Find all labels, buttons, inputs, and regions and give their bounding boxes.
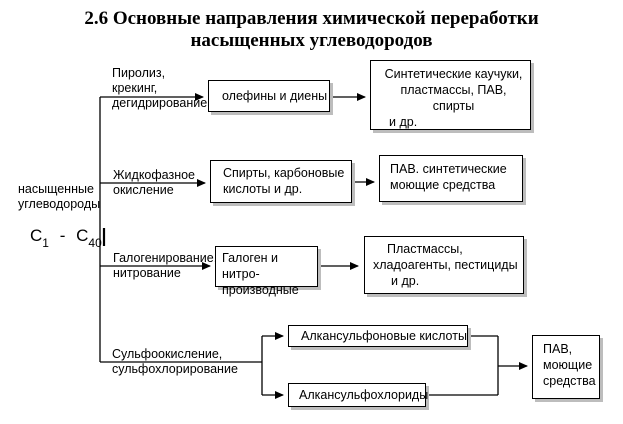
formula-dash: - bbox=[59, 226, 66, 245]
product-line: Галоген и нитро- bbox=[222, 251, 278, 281]
process-label-oxidation: Жидкофазное окисление bbox=[113, 168, 195, 198]
uses-line: и др. bbox=[391, 274, 420, 288]
source-label-line-1: насыщенные bbox=[18, 182, 94, 196]
uses-line: моющие средства bbox=[390, 178, 496, 192]
uses-box-1: Синтетические каучуки, пластмассы, ПАВ, … bbox=[370, 60, 531, 130]
uses-line: ПАВ, bbox=[543, 342, 573, 356]
formula-c: C bbox=[30, 226, 43, 245]
title-line-2: насыщенных углеводородов bbox=[190, 30, 433, 51]
product-box-alcohols: Спирты, карбоновые кислоты и др. bbox=[210, 160, 352, 203]
product-text: олефины и диены bbox=[222, 89, 328, 103]
uses-box-4: ПАВ, моющие средства bbox=[532, 335, 600, 399]
uses-line: моющие bbox=[543, 358, 593, 372]
product-text: Алкансульфоновые кислоты bbox=[301, 329, 467, 343]
uses-line: и др. bbox=[389, 115, 418, 129]
process-line: сульфохлорирование bbox=[112, 362, 238, 376]
formula-sub-2: 40 bbox=[88, 236, 102, 250]
uses-line: хладоагенты, пестициды bbox=[373, 258, 518, 272]
uses-line: средства bbox=[543, 374, 596, 388]
uses-box-3: Пластмассы, хладоагенты, пестициды и др. bbox=[364, 236, 524, 294]
process-label-sulfoxidation: Сульфоокисление, сульфохлорирование bbox=[112, 347, 238, 377]
product-box-sulfochlorides: Алкансульфохлориды bbox=[288, 383, 429, 407]
product-line: Спирты, карбоновые bbox=[223, 166, 345, 180]
formula-c2: C bbox=[76, 226, 89, 245]
uses-box-2: ПАВ. синтетические моющие средства bbox=[379, 155, 523, 202]
source-label-line-2: углеводороды bbox=[18, 197, 101, 211]
product-line: кислоты и др. bbox=[223, 182, 303, 196]
product-box-halogen: Галоген и нитро- производные bbox=[215, 246, 318, 297]
product-text: Алкансульфохлориды bbox=[299, 388, 429, 402]
product-box-sulfonic-acids: Алкансульфоновые кислоты bbox=[288, 325, 468, 347]
process-line: нитрование bbox=[113, 266, 181, 280]
process-label-halogenation: Галогенирование, нитрование bbox=[113, 251, 217, 281]
source-label: насыщенные углеводороды bbox=[18, 182, 100, 212]
uses-line: Синтетические каучуки, bbox=[384, 67, 523, 81]
process-line: Сульфоокисление, bbox=[112, 347, 223, 361]
title-line-1: 2.6 Основные направления химической пере… bbox=[84, 8, 539, 29]
product-box-olefins: олефины и диены bbox=[208, 80, 330, 112]
process-line: Галогенирование, bbox=[113, 251, 218, 265]
source-formula: C1 - C40 bbox=[30, 226, 102, 250]
process-line: крекинг, bbox=[112, 81, 158, 95]
process-line: Жидкофазное bbox=[113, 168, 196, 182]
process-line: дегидрирование bbox=[112, 96, 208, 110]
formula-sub-1: 1 bbox=[42, 236, 49, 250]
process-line: окисление bbox=[113, 183, 174, 197]
process-line: Пиролиз, bbox=[112, 66, 166, 80]
product-line: производные bbox=[222, 283, 299, 297]
process-label-pyrolysis: Пиролиз, крекинг, дегидрирование bbox=[112, 66, 207, 111]
uses-line: пластмассы, ПАВ, спирты bbox=[400, 83, 507, 113]
uses-line: ПАВ. синтетические bbox=[390, 162, 507, 176]
uses-line: Пластмассы, bbox=[387, 242, 463, 256]
